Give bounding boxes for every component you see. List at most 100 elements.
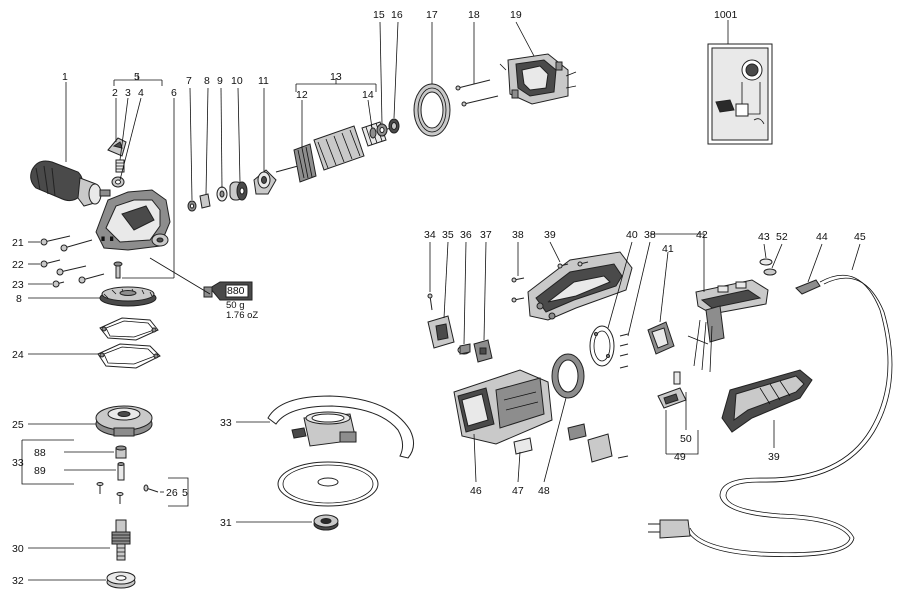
label-12: 12 xyxy=(296,89,308,101)
gear-housing: ∎ ∎ xyxy=(95,189,171,279)
motor-gasket xyxy=(589,325,615,367)
grease-code-label: 880 xyxy=(227,285,245,297)
label-45: 45 xyxy=(854,231,866,243)
brush-holder-parts xyxy=(657,371,687,409)
label-5: 5 xyxy=(134,71,140,83)
label-9: 9 xyxy=(217,75,223,87)
armature xyxy=(275,121,399,183)
electronics-bracket xyxy=(647,321,675,355)
switch-parts-left xyxy=(427,293,493,363)
spindle-lock-button xyxy=(107,137,127,157)
label-43: 43 xyxy=(758,231,770,243)
label-4: 4 xyxy=(138,87,144,99)
side-handle xyxy=(30,160,111,207)
field-screws xyxy=(455,79,499,107)
label-44: 44 xyxy=(816,231,828,243)
grease-weight-oz: 1.76 oZ xyxy=(226,310,258,321)
small-screws xyxy=(96,482,159,504)
label-16: 16 xyxy=(391,9,403,21)
label-5-small: 5 xyxy=(182,487,188,499)
bearing-flange xyxy=(95,405,153,437)
label-37: 37 xyxy=(480,229,492,241)
label-22: 22 xyxy=(12,259,24,271)
rating-plate xyxy=(513,437,533,455)
label-2: 2 xyxy=(112,87,118,99)
grease-weight-g: 50 g xyxy=(226,300,245,311)
label-8-gear: 8 xyxy=(16,293,22,305)
cover-screws xyxy=(511,261,589,303)
label-52: 52 xyxy=(776,231,788,243)
label-33-guard: 33 xyxy=(220,417,232,429)
label-18: 18 xyxy=(468,9,480,21)
label-25: 25 xyxy=(12,419,24,431)
armature-bearings xyxy=(376,118,400,137)
label-40: 40 xyxy=(626,229,638,241)
label-10: 10 xyxy=(231,75,243,87)
label-1: 1 xyxy=(62,71,68,83)
wheel-guard xyxy=(267,395,414,459)
label-17: 17 xyxy=(426,9,438,21)
grinding-disc xyxy=(277,461,379,507)
label-47: 47 xyxy=(512,485,524,497)
stator-field xyxy=(499,53,577,105)
rear-handle-cover xyxy=(721,369,813,433)
label-48: 48 xyxy=(538,485,550,497)
spindle xyxy=(111,519,131,561)
label-31: 31 xyxy=(220,517,232,529)
bearing-flange-gaskets xyxy=(97,317,161,369)
support-flange xyxy=(106,571,136,589)
label-46: 46 xyxy=(470,485,482,497)
label-32: 32 xyxy=(12,575,24,587)
bearing-set xyxy=(187,169,277,212)
label-30: 30 xyxy=(12,543,24,555)
label-38-left: 38 xyxy=(512,229,524,241)
label-42: 42 xyxy=(696,229,708,241)
power-cable xyxy=(648,274,893,557)
cable-clamp-parts xyxy=(759,258,777,276)
label-49: 49 xyxy=(674,451,686,463)
label-21: 21 xyxy=(12,237,24,249)
label-14: 14 xyxy=(362,89,374,101)
label-8: 8 xyxy=(204,75,210,87)
label-3: 3 xyxy=(125,87,131,99)
label-88: 88 xyxy=(34,447,46,459)
small-screw-group xyxy=(619,333,629,369)
fan-baffle xyxy=(551,353,585,399)
label-26: 26 xyxy=(166,487,178,499)
air-guide-ring xyxy=(413,83,451,137)
label-19: 19 xyxy=(510,9,522,21)
label-24: 24 xyxy=(12,349,24,361)
label-34: 34 xyxy=(424,229,436,241)
label-35: 35 xyxy=(442,229,454,241)
label-7: 7 xyxy=(186,75,192,87)
svg-text:∎ ∎: ∎ ∎ xyxy=(100,233,115,244)
label-11: 11 xyxy=(258,75,269,87)
label-36: 36 xyxy=(460,229,472,241)
label-41: 41 xyxy=(662,243,674,255)
label-39-top: 39 xyxy=(544,229,556,241)
bushing-small xyxy=(111,176,125,188)
grease-tube xyxy=(203,281,253,301)
misc-small-parts xyxy=(567,423,629,463)
label-23: 23 xyxy=(12,279,24,291)
label-33-left: 33 xyxy=(12,457,24,469)
bevel-gear xyxy=(99,286,157,307)
label-50: 50 xyxy=(680,433,692,445)
housing-cover xyxy=(527,251,633,321)
label-38-right: 38 xyxy=(644,229,656,241)
label-89: 89 xyxy=(34,465,46,477)
label-15: 15 xyxy=(373,9,385,21)
callout-labels: 1 5 2 3 4 6 7 8 9 10 11 12 13 14 15 16 1… xyxy=(12,9,866,587)
label-1001: 1001 xyxy=(714,9,738,21)
clamping-nut xyxy=(313,514,339,531)
label-39-bottom: 39 xyxy=(768,451,780,463)
wiring-diagram-box xyxy=(707,43,773,145)
housing-screws xyxy=(40,235,105,288)
spindle-parts xyxy=(115,445,127,481)
electronics-module xyxy=(687,279,769,373)
motor-housing xyxy=(453,369,553,445)
label-6: 6 xyxy=(171,87,177,99)
label-13: 13 xyxy=(330,71,342,83)
